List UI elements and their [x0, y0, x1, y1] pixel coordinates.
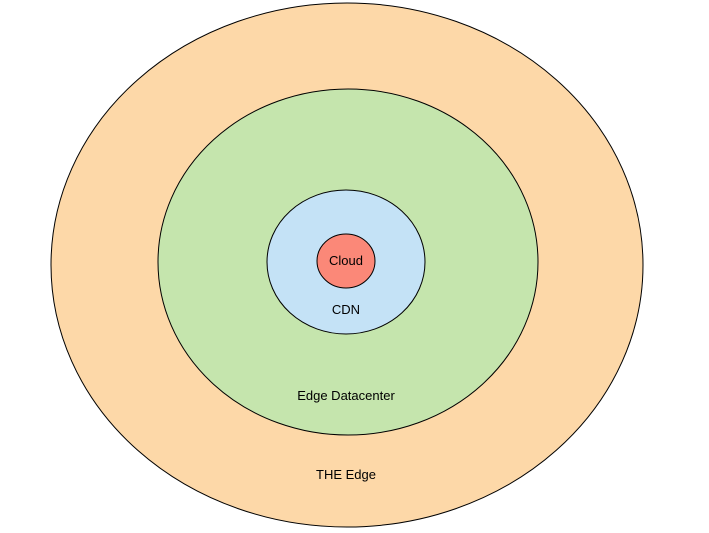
label-cdn: CDN: [332, 302, 360, 317]
label-the-edge: THE Edge: [316, 467, 376, 482]
label-cloud: Cloud: [329, 253, 363, 268]
ring-cloud: [316, 233, 376, 289]
label-edge-datacenter: Edge Datacenter: [297, 388, 395, 403]
